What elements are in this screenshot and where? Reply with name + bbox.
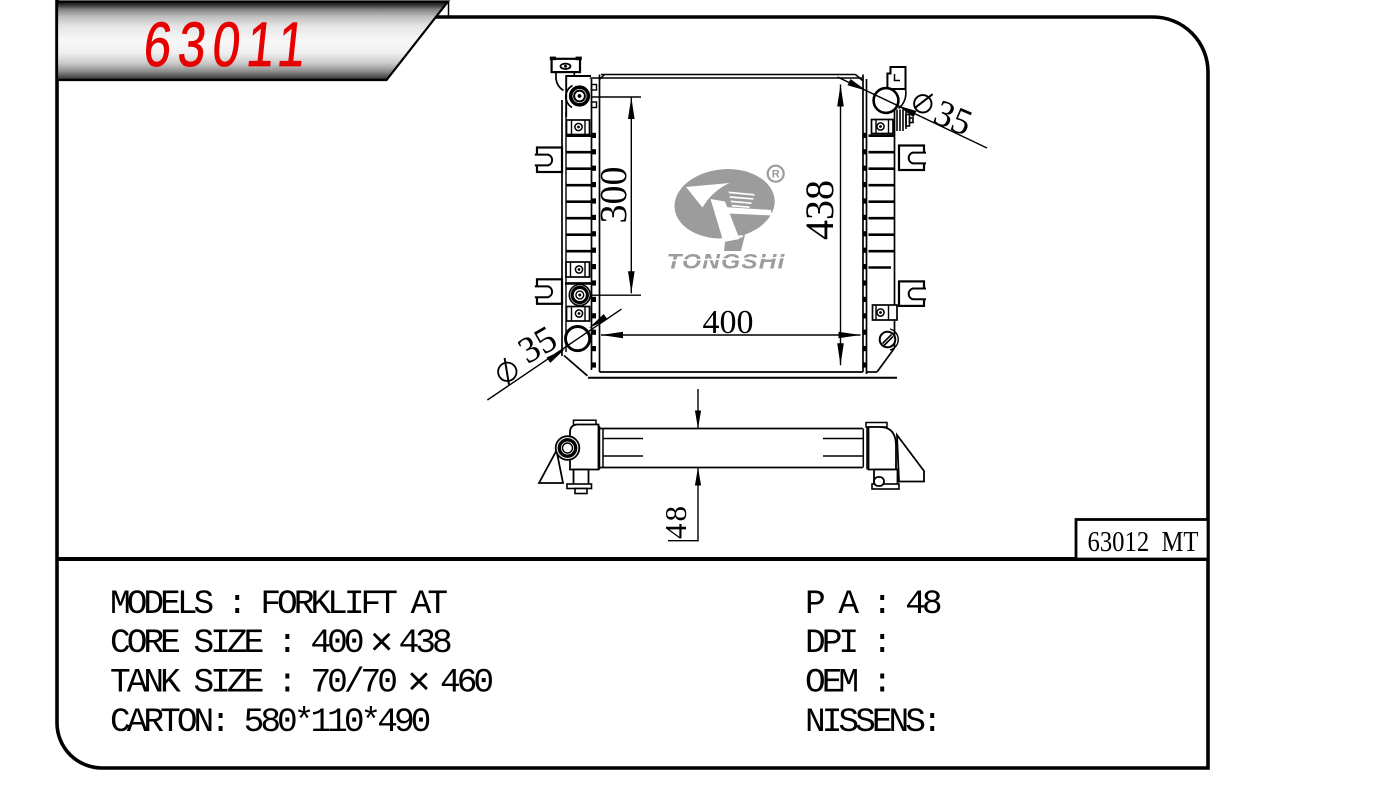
svg-text:CORE SIZE : 400×438: CORE SIZE : 400×438 [110, 623, 451, 668]
svg-text:63012 MT: 63012 MT [1088, 526, 1199, 558]
svg-text:63011: 63011 [140, 10, 315, 80]
svg-text:35: 35 [928, 92, 978, 144]
svg-text:300: 300 [593, 167, 635, 224]
svg-text:R: R [772, 169, 780, 181]
svg-text:CARTON: 580*110*490: CARTON: 580*110*490 [110, 703, 430, 742]
svg-text:438: 438 [797, 180, 842, 240]
svg-text:MODELS : FORKLIFT AT: MODELS : FORKLIFT AT [110, 585, 447, 624]
svg-text:48: 48 [658, 504, 693, 539]
svg-text:DPI :: DPI : [805, 624, 889, 663]
svg-text:OEM :: OEM : [805, 664, 889, 703]
svg-text:TANK SIZE : 70/70×460: TANK SIZE : 70/70×460 [110, 663, 492, 708]
svg-text:NISSENS:: NISSENS: [805, 703, 939, 742]
svg-text:P A : 48: P A : 48 [805, 585, 941, 624]
svg-text:35: 35 [511, 318, 564, 372]
svg-text:TONGSHI: TONGSHI [667, 251, 786, 274]
svg-text:400: 400 [703, 304, 754, 341]
